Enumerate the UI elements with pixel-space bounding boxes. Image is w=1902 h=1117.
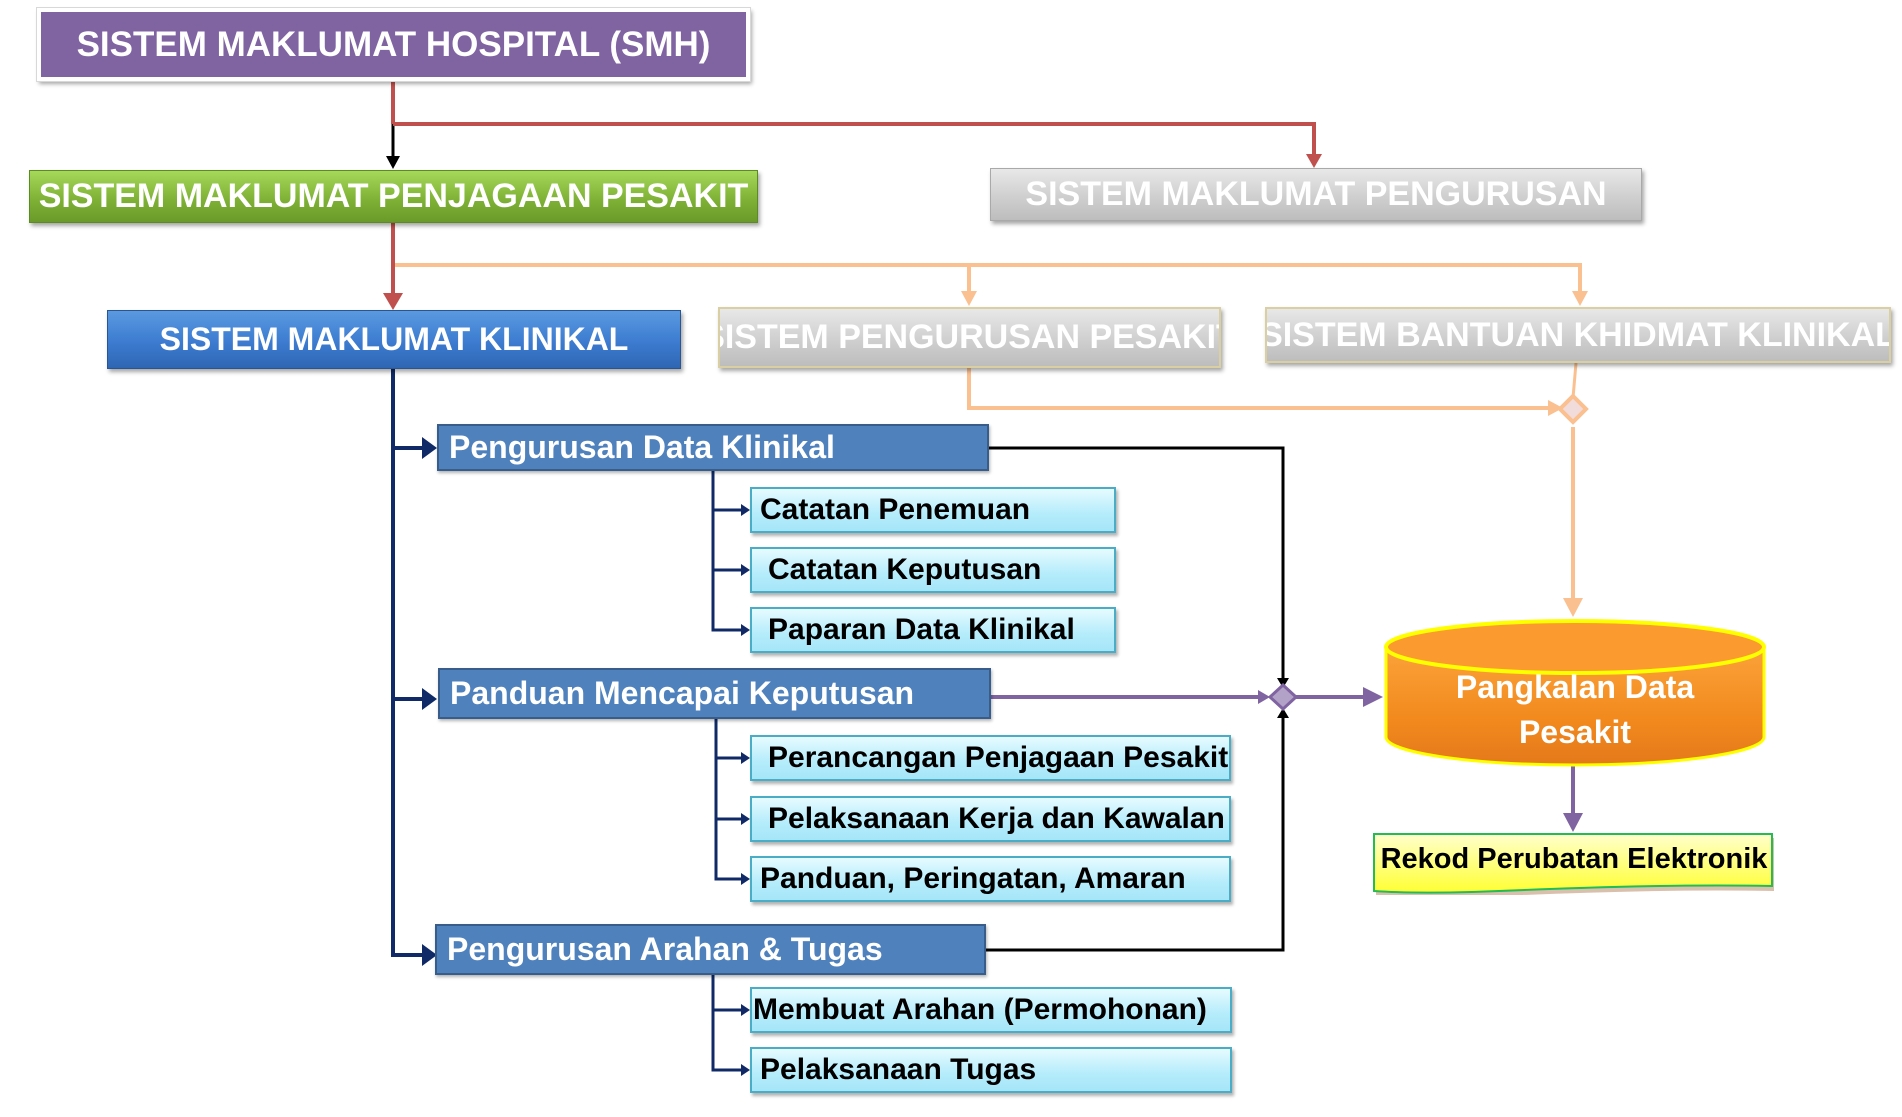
connector-patient-mgmt-to-merge	[967, 362, 1589, 617]
item-label: Catatan Keputusan	[768, 553, 1042, 586]
connector-smh-to-management	[393, 122, 1322, 168]
database-cylinder-icon[interactable]	[1383, 617, 1767, 769]
item-label: Paparan Data Klinikal	[768, 613, 1075, 646]
connector-clinical-trunk	[391, 369, 437, 966]
item-label: Perancangan Penjagaan Pesakit	[768, 741, 1229, 774]
merge-diamond-purple	[1267, 682, 1299, 712]
module-decision-support[interactable]: Panduan Mencapai Keputusan	[438, 668, 991, 719]
document-shape-icon[interactable]	[1372, 833, 1776, 895]
item-results-notes[interactable]: Catatan Keputusan	[750, 547, 1116, 593]
node-clinical-support-system[interactable]: SISTEM BANTUAN KHIDMAT KLINIKAL	[1265, 307, 1891, 363]
item-findings-notes[interactable]: Catatan Penemuan	[750, 487, 1116, 533]
connector-module-2-items	[714, 718, 750, 885]
item-task-execution[interactable]: Pelaksanaan Tugas	[750, 1047, 1232, 1093]
module-label: Panduan Mencapai Keputusan	[450, 675, 915, 711]
item-label: Pelaksanaan Kerja dan Kawalan	[768, 802, 1225, 835]
node-label: SISTEM PENGURUSAN PESAKIT	[718, 318, 1221, 356]
merge-diamond-orange	[1557, 393, 1589, 425]
item-clinical-data-display[interactable]: Paparan Data Klinikal	[750, 607, 1116, 653]
node-management-information-system[interactable]: SISTEM MAKLUMAT PENGURUSAN	[990, 168, 1642, 221]
module-clinical-data-management[interactable]: Pengurusan Data Klinikal	[437, 424, 989, 471]
connector-patient-care-to-support-systems	[395, 263, 1588, 306]
item-label: Panduan, Peringatan, Amaran	[760, 862, 1186, 895]
item-label: Membuat Arahan (Permohonan)	[753, 993, 1207, 1026]
item-care-planning[interactable]: Perancangan Penjagaan Pesakit	[750, 735, 1231, 781]
node-hospital-information-system[interactable]: SISTEM MAKLUMAT HOSPITAL (SMH)	[36, 7, 751, 82]
item-work-execution-control[interactable]: Pelaksanaan Kerja dan Kawalan	[750, 796, 1231, 842]
connector-smh-to-patient-care	[386, 81, 400, 169]
node-label: SISTEM MAKLUMAT KLINIKAL	[159, 321, 629, 357]
module-order-task-management[interactable]: Pengurusan Arahan & Tugas	[435, 924, 986, 975]
connector-module-1-items	[711, 470, 750, 636]
item-guidance-reminders-alerts[interactable]: Panduan, Peringatan, Amaran	[750, 856, 1231, 902]
database-label-line-1: Pangkalan Data	[1455, 669, 1695, 705]
item-label: Catatan Penemuan	[760, 493, 1031, 526]
item-create-orders[interactable]: Membuat Arahan (Permohonan)	[750, 987, 1232, 1033]
database-label-line-2: Pesakit	[1518, 714, 1632, 750]
connector-patient-care-to-clinical	[383, 223, 403, 310]
item-label: Pelaksanaan Tugas	[760, 1053, 1037, 1086]
node-patient-care-information-system[interactable]: SISTEM MAKLUMAT PENJAGAAN PESAKIT	[29, 170, 758, 223]
connector-decision-to-database	[990, 682, 1383, 712]
connector-modules-to-merge	[985, 446, 1289, 952]
node-label: SISTEM MAKLUMAT HOSPITAL (SMH)	[76, 24, 711, 64]
node-label: SISTEM BANTUAN KHIDMAT KLINIKAL	[1265, 315, 1891, 354]
module-label: Pengurusan Arahan & Tugas	[447, 931, 883, 967]
node-clinical-information-system[interactable]: SISTEM MAKLUMAT KLINIKAL	[107, 310, 681, 369]
connector-module-3-items	[711, 974, 750, 1076]
connector-database-to-record	[1563, 765, 1583, 832]
database-label: Pangkalan Data Pesakit	[1383, 665, 1767, 755]
node-label: SISTEM MAKLUMAT PENJAGAAN PESAKIT	[38, 177, 749, 215]
module-label: Pengurusan Data Klinikal	[449, 429, 835, 465]
node-patient-management-system[interactable]: SISTEM PENGURUSAN PESAKIT	[718, 307, 1221, 368]
node-label: SISTEM MAKLUMAT PENGURUSAN	[1025, 175, 1607, 213]
electronic-medical-record-label: Rekod Perubatan Elektronik	[1380, 843, 1768, 875]
